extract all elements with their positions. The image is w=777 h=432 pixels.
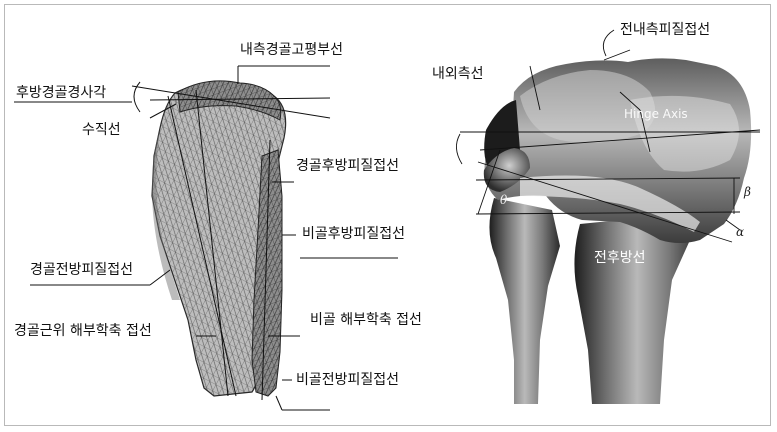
label-mediolateral-line: 내외측선 bbox=[432, 66, 484, 82]
label-medial-tibial-plateau: 내측경골고평부선 bbox=[240, 42, 343, 58]
label-hinge-axis: Hinge Axis bbox=[624, 106, 688, 122]
label-fibula-posterior-cortex: 비골후방피질접선 bbox=[302, 226, 405, 242]
label-tibia-anterior-cortex: 경골전방피질접선 bbox=[30, 262, 133, 278]
label-posterior-tibial-slope: 후방경골경사각 bbox=[16, 85, 106, 101]
label-fibula-anatomical-axis: 비골 해부학축 접선 bbox=[310, 312, 422, 328]
label-beta: β bbox=[744, 184, 751, 200]
label-alpha: α bbox=[736, 224, 744, 240]
rendered-bone-model bbox=[484, 58, 751, 404]
label-vertical-line: 수직선 bbox=[82, 122, 121, 138]
label-tibia-posterior-cortex: 경골후방피질접선 bbox=[296, 158, 399, 174]
label-anteroposterior-line: 전후방선 bbox=[594, 250, 646, 266]
label-fibula-anterior-cortex: 비골전방피질접선 bbox=[296, 372, 399, 388]
mesh-bone-model bbox=[152, 81, 286, 396]
label-proximal-tibia-anatomical-axis: 경골근위 해부학축 접선 bbox=[14, 323, 152, 339]
label-anteromedial-cortex: 전내측피질접선 bbox=[620, 22, 710, 38]
label-theta: θ bbox=[500, 192, 507, 208]
